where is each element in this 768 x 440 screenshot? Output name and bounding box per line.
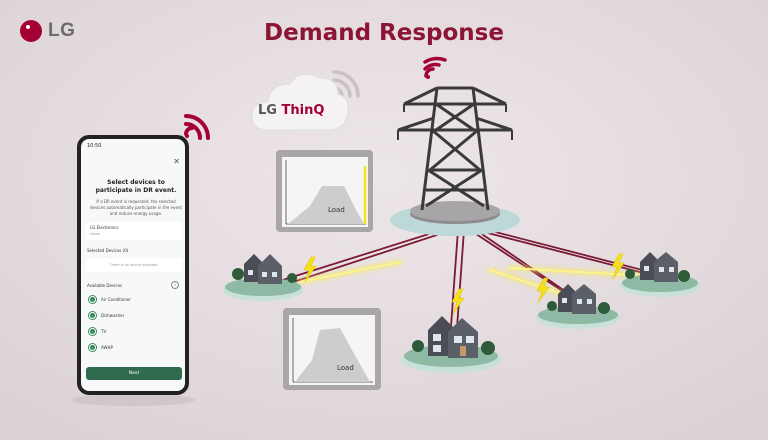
device-item-tv[interactable]: TV [89,328,106,335]
load-chart-bottom [283,308,381,390]
device-item-air-conditioner[interactable]: Air Conditioner [89,296,131,303]
device-label: AWHP [101,345,113,350]
house-right [620,252,700,297]
radio-icon [89,296,96,303]
phone-shadow [71,394,195,406]
dialog-description: If a DR event is requested, the selected… [89,199,183,216]
bolt-icon-right [611,253,625,280]
selected-devices-box: There is no device selected. [86,258,182,272]
status-time: 10:50 [87,143,102,149]
account-sub: Home [90,232,101,236]
lg-logo-text: LG [48,20,76,41]
lg-logo-icon [20,20,42,42]
next-button[interactable]: Next [86,367,182,380]
lg-logo: LG [20,20,75,42]
radio-icon [89,328,96,335]
cloud-label-prefix: LG [258,103,282,118]
house-left [223,254,303,301]
dialog-heading: Select devices to participate in DR even… [95,179,177,194]
lg-thinq-cloud [251,73,349,131]
bolt-icon-left [303,256,317,283]
transmission-tower [397,86,513,211]
load-chart-top [276,150,373,232]
close-icon[interactable]: ✕ [173,157,180,166]
phone-wifi-icon [184,114,210,140]
no-device-text: There is no device selected. [109,263,159,267]
cloud-label: LG ThinQ [258,103,324,118]
device-label: Dishwasher [101,313,125,318]
device-item-dishwasher[interactable]: Dishwasher [89,312,124,319]
house-center [401,316,501,373]
house-right-center [536,284,620,329]
phone-screen: 10:50 ✕ Select devices to participate in… [77,135,189,395]
device-item-awhp[interactable]: AWHP [89,344,113,351]
load-label-bottom: Load [337,364,354,372]
device-label: TV [101,329,107,334]
page-title: Demand Response [264,20,504,46]
info-icon[interactable]: i [171,281,179,289]
radio-icon [89,312,96,319]
device-label: Air Conditioner [101,297,131,302]
tower-base [390,201,520,236]
tower-wifi-icon [423,56,447,79]
account-card[interactable]: LG Electronics Home [86,222,182,240]
cloud-label-accent: ThinQ [281,103,325,118]
lightning-bolt-icons [303,253,625,315]
radio-icon [89,344,96,351]
bolt-icon-right-center [536,277,550,304]
bolt-icon-center [451,288,465,315]
account-name: LG Electronics [90,225,119,230]
load-label-top: Load [328,206,345,214]
available-devices-label: Available Devices [87,283,123,288]
selected-devices-label: Selected Devices (0) [87,248,129,253]
